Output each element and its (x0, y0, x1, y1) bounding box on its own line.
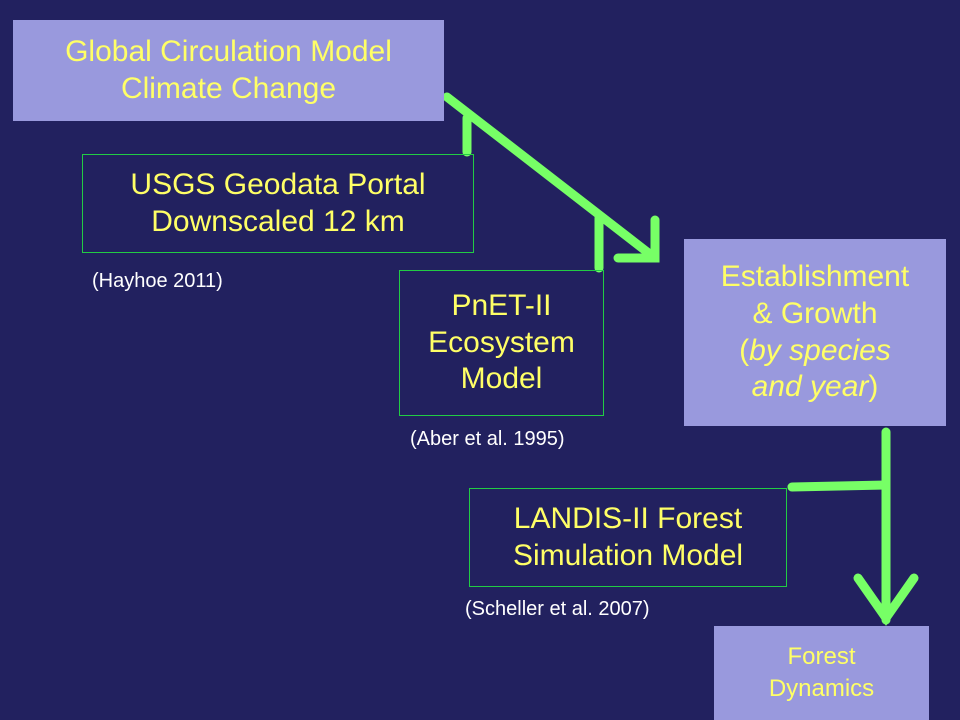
landis-connector (787, 480, 891, 492)
establishment-and-year: and year (751, 370, 869, 404)
landis-line-2: Simulation Model (512, 538, 744, 572)
gcm-line-1: Global Circulation Model (65, 34, 392, 68)
establishment-line-3: (by species (739, 333, 891, 370)
diagonal-arrow-head (613, 215, 660, 263)
aber-citation: (Aber et al. 1995) (410, 428, 565, 450)
establishment-line-1: Establishment (720, 260, 910, 294)
pnet-line-3: Model (460, 362, 543, 396)
landis-box: LANDIS-II Forest Simulation Model (469, 488, 787, 587)
hayhoe-citation: (Hayhoe 2011) (92, 270, 223, 292)
establishment-paren-close: ) (868, 370, 879, 404)
vertical-arrow-head (853, 573, 919, 626)
usgs-box: USGS Geodata Portal Downscaled 12 km (82, 154, 474, 253)
establishment-line-2: & Growth (752, 296, 878, 330)
establishment-paren-open: ( (739, 333, 750, 367)
establishment-line-4: and year) (752, 369, 879, 406)
pnet-line-1: PnET-II (451, 289, 552, 323)
gcm-line-2: Climate Change (120, 71, 337, 105)
usgs-line-2: Downscaled 12 km (151, 204, 405, 238)
pnet-line-2: Ecosystem (428, 325, 575, 359)
forest-line-2: Dynamics (768, 675, 875, 702)
diagonal-arrow-shaft (442, 92, 660, 263)
forest-dynamics-box: Forest Dynamics (714, 626, 929, 720)
usgs-line-1: USGS Geodata Portal (130, 167, 426, 201)
gcm-box: Global Circulation Model Climate Change (13, 20, 444, 121)
establishment-by-species: by species (749, 333, 891, 367)
landis-line-1: LANDIS-II Forest (513, 501, 743, 535)
pnet-box: PnET-II Ecosystem Model (399, 270, 604, 416)
forest-line-1: Forest (787, 642, 856, 670)
scheller-citation: (Scheller et al. 2007) (465, 598, 650, 620)
establishment-box: Establishment & Growth (by species and y… (684, 239, 946, 426)
